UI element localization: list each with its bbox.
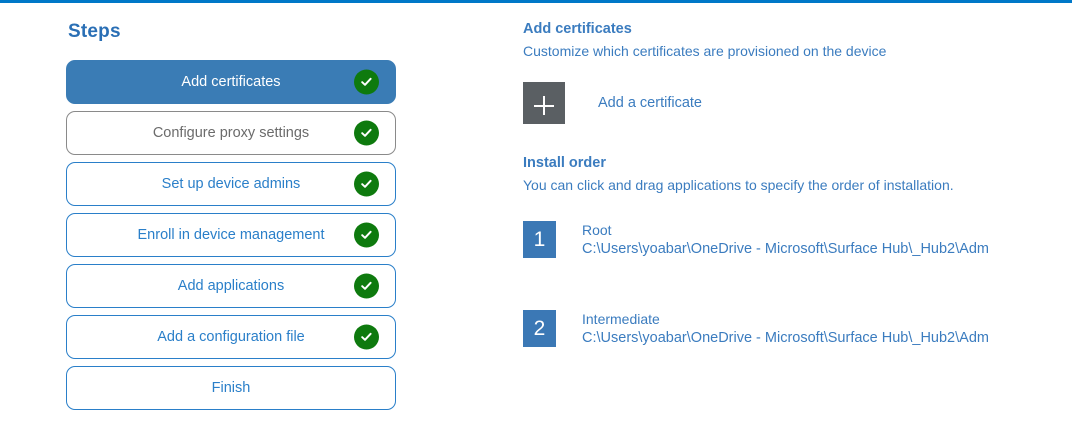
steps-panel: Steps Add certificates Configure proxy s… — [66, 21, 408, 417]
install-order-subheading: You can click and drag applications to s… — [523, 177, 954, 193]
detail-panel: Add certificates Customize which certifi… — [523, 21, 1072, 399]
add-certificates-heading: Add certificates — [523, 21, 632, 37]
step-label: Finish — [211, 380, 251, 396]
install-item-path: C:\Users\yoabar\OneDrive - Microsoft\Sur… — [582, 241, 989, 257]
install-item-name: Intermediate — [582, 311, 660, 327]
steps-title: Steps — [68, 21, 121, 42]
add-certificates-subheading: Customize which certificates are provisi… — [523, 43, 887, 59]
step-label: Enroll in device management — [137, 227, 325, 243]
add-certificate-label[interactable]: Add a certificate — [598, 95, 702, 111]
step-label: Add certificates — [181, 74, 281, 90]
install-item-text: Root C:\Users\yoabar\OneDrive - Microsof… — [582, 221, 989, 259]
plus-icon[interactable] — [523, 82, 565, 124]
step-button-add-a-configuration-file[interactable]: Add a configuration file — [66, 315, 396, 359]
step-label: Add a configuration file — [157, 329, 305, 345]
install-order-heading: Install order — [523, 155, 606, 171]
top-accent-bar — [0, 0, 1072, 3]
completed-check-icon — [354, 324, 379, 350]
step-button-finish[interactable]: Finish — [66, 366, 396, 410]
add-certificate-row[interactable]: Add a certificate — [523, 82, 1072, 124]
step-button-add-certificates[interactable]: Add certificates — [66, 60, 396, 104]
step-label: Configure proxy settings — [152, 125, 310, 141]
step-button-set-up-device-admins[interactable]: Set up device admins — [66, 162, 396, 206]
wizard-page: Steps Add certificates Configure proxy s… — [0, 3, 1072, 443]
step-label: Add applications — [177, 278, 285, 294]
step-button-add-applications[interactable]: Add applications — [66, 264, 396, 308]
completed-check-icon — [354, 120, 379, 146]
install-item-text: Intermediate C:\Users\yoabar\OneDrive - … — [582, 310, 989, 348]
step-button-configure-proxy-settings[interactable]: Configure proxy settings — [66, 111, 396, 155]
install-order-list: 1 Root C:\Users\yoabar\OneDrive - Micros… — [523, 221, 1072, 348]
completed-check-icon — [354, 273, 379, 299]
order-number-tile: 1 — [523, 221, 556, 258]
completed-check-icon — [354, 222, 379, 248]
completed-check-icon — [354, 171, 379, 197]
order-number-tile: 2 — [523, 310, 556, 347]
step-label: Set up device admins — [161, 176, 301, 192]
install-item-path: C:\Users\yoabar\OneDrive - Microsoft\Sur… — [582, 330, 989, 346]
install-item-name: Root — [582, 222, 612, 238]
install-order-block: Install order You can click and drag app… — [523, 155, 1072, 193]
completed-check-icon — [354, 69, 379, 95]
install-order-item[interactable]: 1 Root C:\Users\yoabar\OneDrive - Micros… — [523, 221, 1072, 259]
install-order-item[interactable]: 2 Intermediate C:\Users\yoabar\OneDrive … — [523, 310, 1072, 348]
step-button-enroll-in-device-management[interactable]: Enroll in device management — [66, 213, 396, 257]
